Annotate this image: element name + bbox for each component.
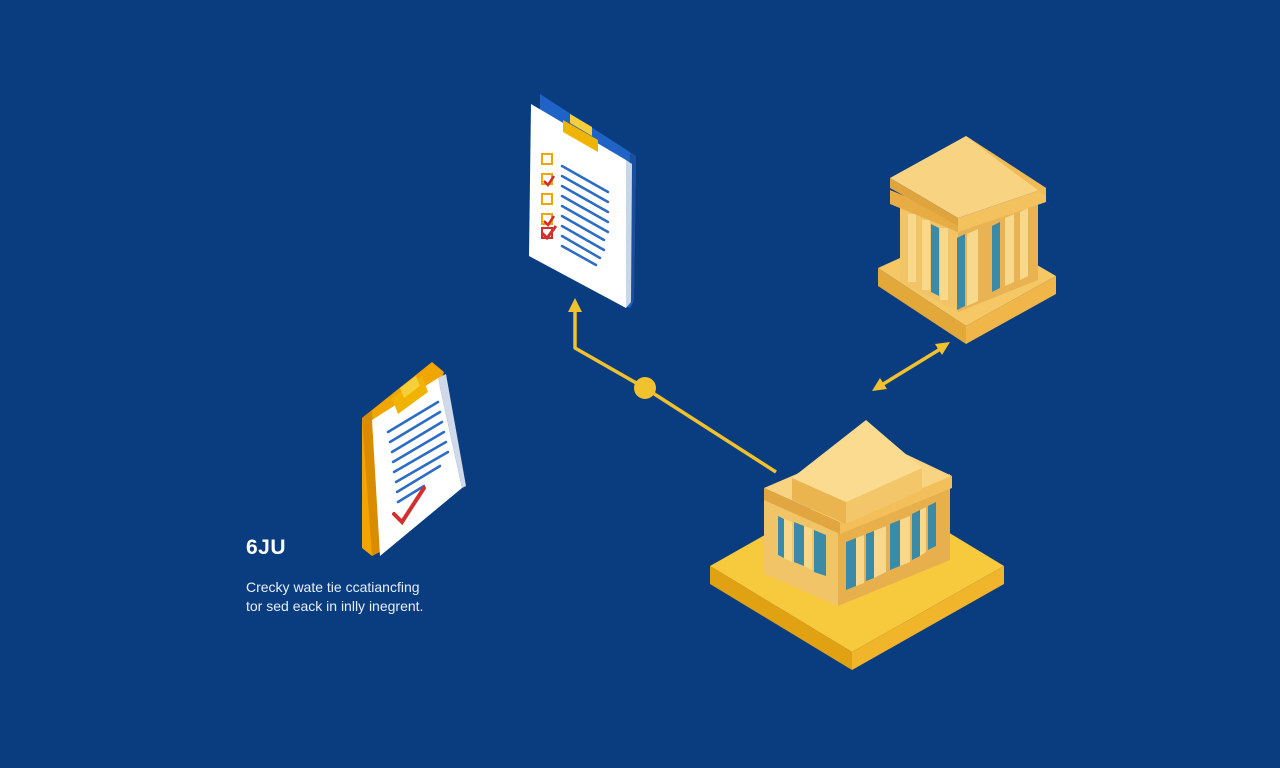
document-clipboard-icon xyxy=(362,362,466,556)
caption-line: Crecky wate tie ccatiancfing xyxy=(246,579,420,595)
caption-text: Crecky wate tie ccatiancfing tor sed eac… xyxy=(246,578,506,616)
bidirectional-arrow-line xyxy=(879,346,943,388)
connector-line-to-clipboard xyxy=(573,310,646,390)
caption-title: 6JU xyxy=(246,536,287,559)
connector-network xyxy=(568,298,950,474)
connector-node xyxy=(634,377,656,399)
arrowhead-icon xyxy=(935,342,950,355)
caption-block: 6JU Crecky wate tie ccatiancfing tor sed… xyxy=(246,536,506,616)
caption-line: tor sed eack in inlly inegrent. xyxy=(246,598,424,614)
arrowhead-up-icon xyxy=(568,298,582,312)
bank-building-icon xyxy=(878,136,1056,344)
clipboard-checklist-icon xyxy=(529,94,636,308)
bank-building-platform-icon xyxy=(710,420,1004,670)
connector-line-to-bank xyxy=(644,386,777,474)
arrowhead-icon xyxy=(872,378,887,391)
